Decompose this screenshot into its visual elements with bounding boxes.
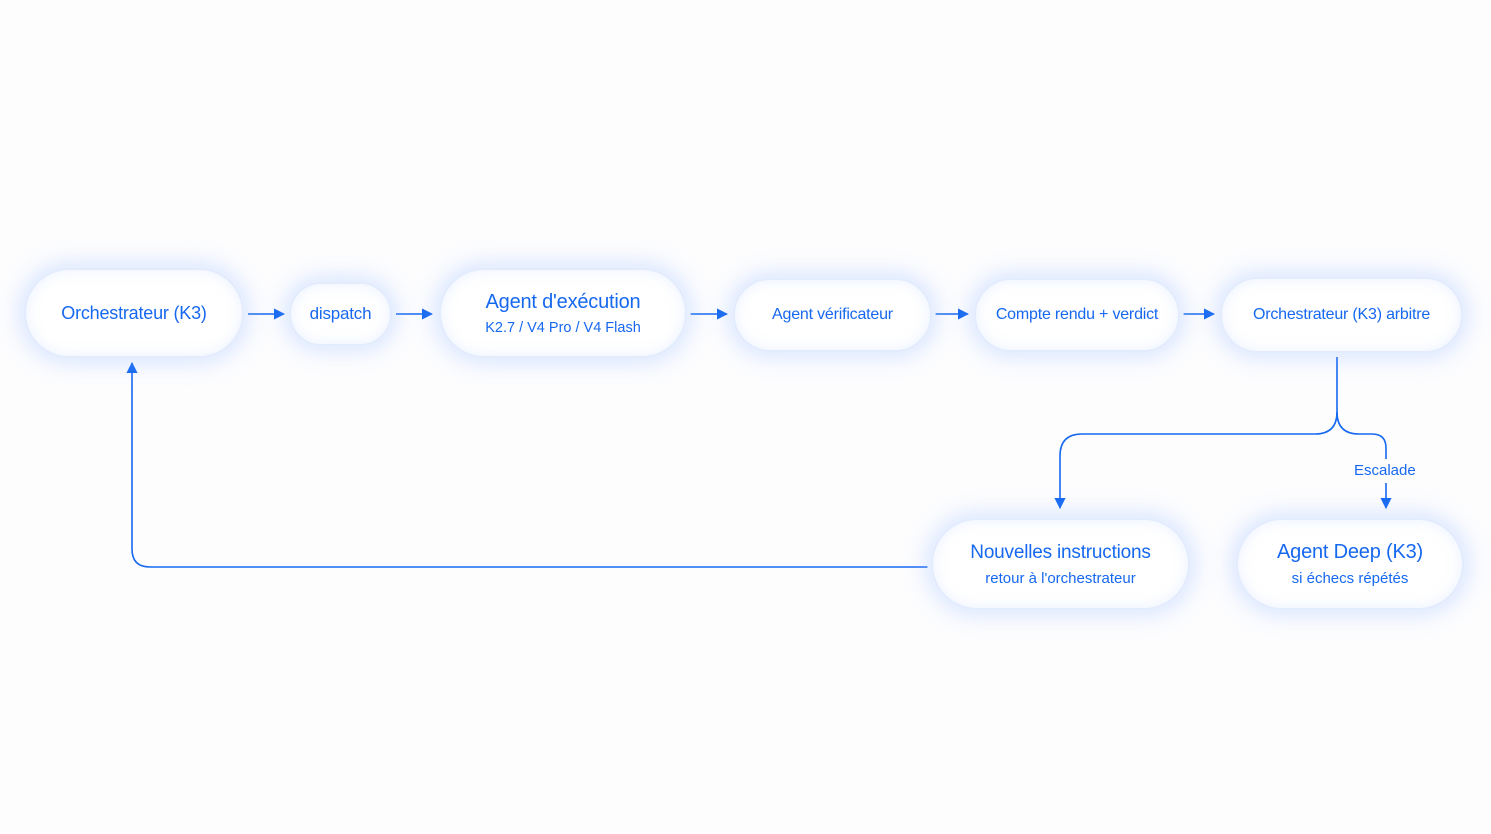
- node-deep-agent-title: Agent Deep (K3): [1277, 541, 1423, 563]
- node-report: Compte rendu + verdict: [974, 278, 1180, 352]
- edge-instructions-to-orchestrator: [126, 361, 928, 568]
- edge-arbiter-to-deep: [1336, 411, 1387, 459]
- node-deep-agent-subtitle: si échecs répétés: [1291, 570, 1409, 587]
- node-dispatch: dispatch: [289, 282, 392, 346]
- node-new-instructions: Nouvelles instructions retour à l'orches…: [931, 518, 1190, 610]
- node-orchestrator-title: Orchestrateur (K3): [61, 302, 207, 323]
- node-execution-agent: Agent d'exécution K2.7 / V4 Pro / V4 Fla…: [439, 268, 687, 358]
- node-verifier-agent: Agent vérificateur: [733, 278, 932, 352]
- node-execution-agent-subtitle: K2.7 / V4 Pro / V4 Flash: [485, 319, 641, 336]
- node-arbiter: Orchestrateur (K3) arbitre: [1220, 277, 1463, 353]
- node-new-instructions-title: Nouvelles instructions: [970, 541, 1151, 563]
- edge-arbiter-trunk: [1054, 357, 1338, 510]
- node-dispatch-title: dispatch: [309, 304, 372, 323]
- node-report-title: Compte rendu + verdict: [995, 306, 1159, 323]
- escalation-label: Escalade: [1354, 462, 1416, 479]
- node-deep-agent: Agent Deep (K3) si échecs répétés: [1236, 518, 1464, 610]
- node-new-instructions-subtitle: retour à l'orchestrateur: [985, 569, 1136, 587]
- node-orchestrator: Orchestrateur (K3): [24, 268, 244, 358]
- node-execution-agent-title: Agent d'exécution: [485, 290, 641, 313]
- node-arbiter-title: Orchestrateur (K3) arbitre: [1252, 306, 1431, 323]
- node-verifier-agent-title: Agent vérificateur: [772, 306, 893, 323]
